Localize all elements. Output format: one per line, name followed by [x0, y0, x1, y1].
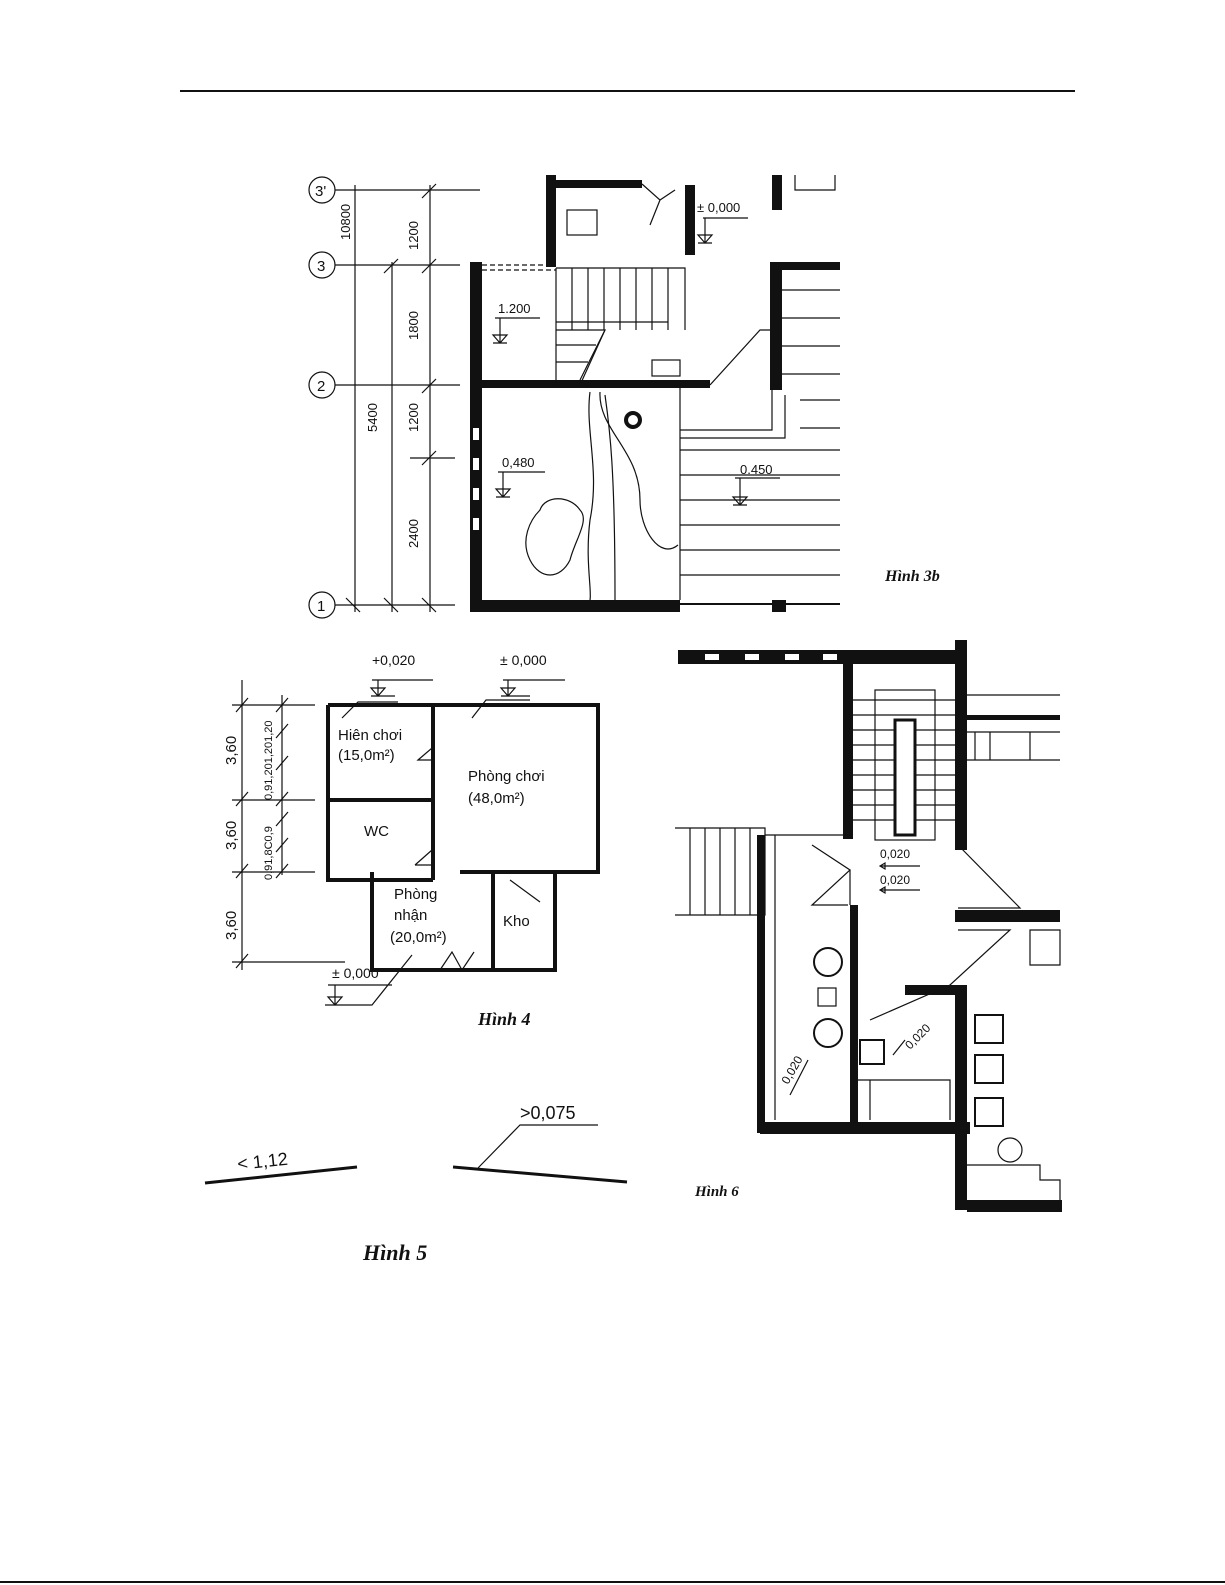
level-label: 1.200	[498, 301, 531, 316]
level-label: 0,020	[902, 1021, 933, 1052]
slope-label: >0,075	[520, 1103, 576, 1123]
level-label: ± 0,000	[332, 965, 379, 981]
figure-caption: Hình 6	[694, 1184, 739, 1200]
dim: 1200	[406, 403, 421, 432]
room-label: Phòng chơi	[468, 768, 545, 785]
axis-label: 1	[317, 598, 325, 615]
dimension-lines: 3,60 3,60 3,60 0,91,201,201,20 0,91,8C0,…	[223, 680, 345, 970]
grid-axes: 3' 3 2 1 10800 5400 1200 1800 1200 2400	[308, 176, 480, 619]
room-area: (20,0m²)	[390, 929, 447, 946]
level-label: 0,020	[880, 847, 910, 861]
plan-3b: ± 0,000 1.200 0,480 0.450	[470, 175, 840, 612]
axis-label: 2	[317, 378, 325, 395]
room-area: (15,0m²)	[338, 747, 395, 764]
room-label: Hiên chơi	[338, 727, 402, 744]
level-label: 0,480	[502, 455, 535, 470]
room-label: nhận	[394, 907, 427, 924]
level-label: 0,020	[778, 1053, 805, 1086]
dim-total: 10800	[338, 204, 353, 240]
dim: 2400	[406, 519, 421, 548]
dim-label: 3,60	[223, 911, 240, 940]
dim: 1200	[406, 221, 421, 250]
dim-label: 3,60	[223, 821, 240, 850]
dim: 1800	[406, 311, 421, 340]
dim-label: 0,91,201,201,20	[263, 720, 275, 800]
figure-4: 3,60 3,60 3,60 0,91,201,201,20 0,91,8C0,…	[223, 652, 600, 1029]
axis-label: 3'	[315, 183, 326, 200]
level-markers: ± 0,000 1.200 0,480 0.450	[491, 200, 780, 506]
rooms: Hiên chơi (15,0m²) Phòng chơi (48,0m²) W…	[338, 727, 545, 946]
figure-caption: Hình 4	[477, 1009, 531, 1029]
figure-6: 0,020 0,020 0,020 0,020 Hình 6	[675, 640, 1062, 1212]
level-label: ± 0,000	[500, 652, 547, 668]
dim-label: 3,60	[223, 736, 240, 765]
plan-4	[326, 699, 600, 972]
garden	[525, 391, 679, 601]
axis-label: 3	[317, 258, 325, 275]
stairs	[555, 267, 770, 386]
room-area: (48,0m²)	[468, 790, 525, 807]
room-label: Phòng	[394, 886, 437, 903]
dim-mid: 5400	[365, 403, 380, 432]
room-label: Kho	[503, 913, 530, 930]
figure-5: < 1,12 >0,075 Hình 5	[204, 1103, 628, 1265]
figure-caption: Hình 5	[362, 1240, 427, 1265]
figure-caption: Hình 3b	[884, 568, 940, 585]
level-label: 0,020	[880, 873, 910, 887]
level-markers: +0,020 ± 0,000 ± 0,000	[325, 652, 565, 1006]
level-label: ± 0,000	[697, 200, 740, 215]
room-label: WC	[364, 823, 389, 840]
dim-label: 0,91,8C0,9	[263, 826, 275, 880]
figure-3b: 3' 3 2 1 10800 5400 1200 1800 1200 2400	[308, 175, 940, 619]
level-label: +0,020	[372, 652, 415, 668]
level-label: 0.450	[740, 462, 773, 477]
slope-label: < 1,12	[236, 1149, 288, 1174]
